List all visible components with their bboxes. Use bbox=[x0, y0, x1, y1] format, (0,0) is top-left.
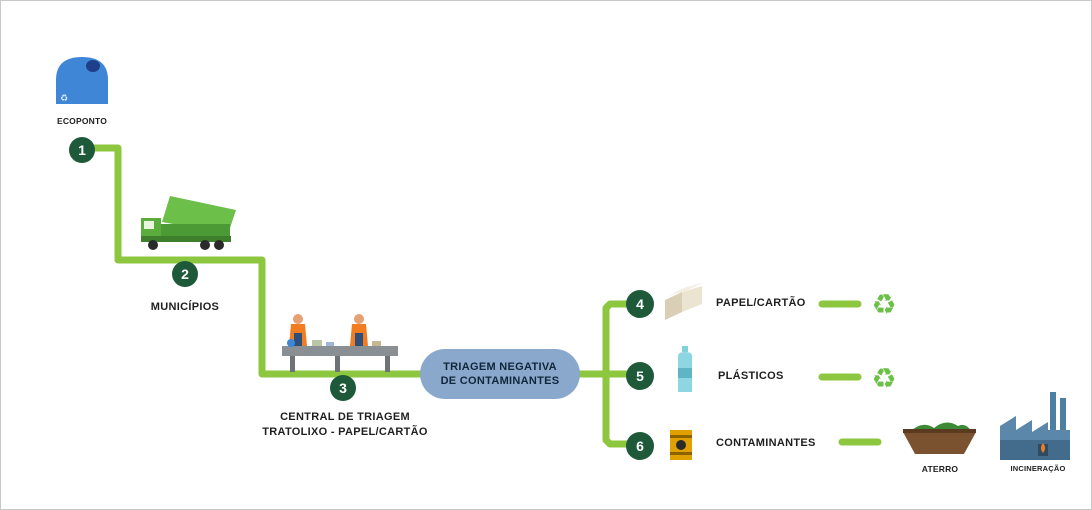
paper-box-icon bbox=[665, 282, 704, 320]
landfill-icon bbox=[903, 422, 976, 454]
label-municipios: MUNICÍPIOS bbox=[150, 301, 220, 313]
step-number-2: 2 bbox=[181, 266, 189, 282]
recycle-icon-paper: ♻ bbox=[871, 288, 896, 321]
sorting-pill bbox=[420, 349, 580, 399]
sorting-line2: DE CONTAMINANTES bbox=[440, 375, 560, 387]
sorting-pill-label: TRIAGEM NEGATIVA DE CONTAMINANTES bbox=[420, 360, 580, 388]
flow-line bbox=[78, 144, 604, 378]
step-number-6: 6 bbox=[636, 438, 644, 454]
label-aterro: ATERRO bbox=[921, 464, 959, 474]
label-ecoponto: ECOPONTO bbox=[56, 116, 108, 126]
step-node-3 bbox=[330, 375, 356, 401]
step-number-1: 1 bbox=[78, 142, 86, 158]
label-central-line2: TRATOLIXO - PAPEL/CARTÃO bbox=[262, 426, 428, 438]
step-number-3: 3 bbox=[339, 380, 347, 396]
recycle-icon-plastic: ♻ bbox=[871, 362, 896, 395]
step-number-5: 5 bbox=[636, 368, 644, 384]
label-contaminantes: CONTAMINANTES bbox=[716, 437, 816, 449]
step-number-4: 4 bbox=[636, 296, 644, 312]
step-node-6 bbox=[626, 432, 654, 460]
step-node-1 bbox=[69, 137, 95, 163]
step-node-4 bbox=[626, 290, 654, 318]
svg-text:♻: ♻ bbox=[871, 362, 896, 395]
sorting-line1: TRIAGEM NEGATIVA bbox=[443, 361, 557, 373]
label-plasticos: PLÁSTICOS bbox=[718, 370, 784, 382]
step-node-2 bbox=[172, 261, 198, 287]
svg-text:♻: ♻ bbox=[871, 288, 896, 321]
hazard-barrel-icon bbox=[670, 430, 692, 460]
recycling-bin-icon: ♻ bbox=[56, 57, 108, 104]
label-papel-cartao: PAPEL/CARTÃO bbox=[716, 297, 806, 309]
plastic-bottle-icon bbox=[678, 346, 692, 392]
svg-text:♻: ♻ bbox=[60, 94, 68, 104]
label-incineracao: INCINERAÇÃO bbox=[1010, 464, 1066, 473]
sorting-workers-icon bbox=[282, 314, 398, 372]
step-node-5 bbox=[626, 362, 654, 390]
factory-icon bbox=[1000, 392, 1070, 460]
label-central-line1: CENTRAL DE TRIAGEM bbox=[280, 411, 410, 423]
garbage-truck-icon bbox=[141, 196, 236, 250]
